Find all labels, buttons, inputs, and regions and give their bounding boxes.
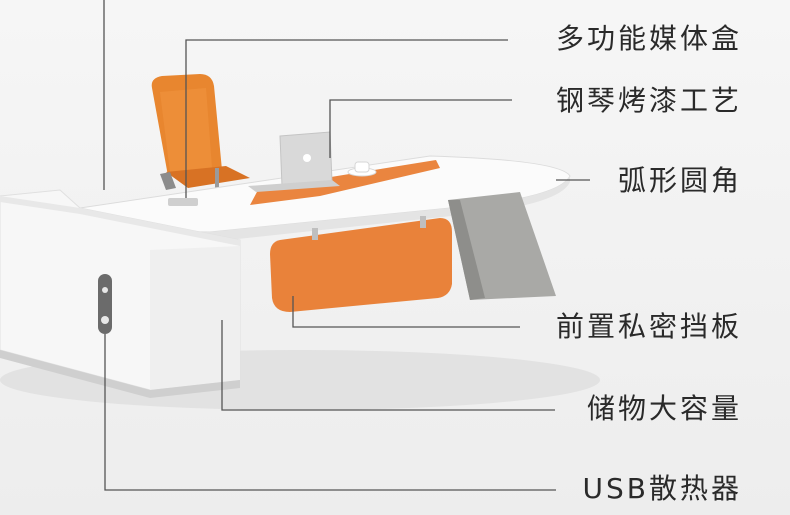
label-usb-cooling: USB散热器 [582,472,742,505]
callout-lines [103,0,590,491]
callout-line-piano-lacquer [329,99,512,158]
callout-line-media-box [185,39,508,198]
callout-line-privacy-panel [292,296,520,328]
main-desk [78,155,571,300]
callout-line-storage [221,320,555,411]
label-piano-lacquer: 钢琴烤漆工艺 [555,84,742,117]
label-curved-corner: 弧形圆角 [617,164,742,197]
laptop [248,131,340,192]
label-storage: 储物大容量 [586,392,742,425]
privacy-panel [270,216,452,312]
label-privacy-panel: 前置私密挡板 [555,310,742,343]
label-media-box: 多功能媒体盒 [555,22,742,55]
office-chair [151,74,250,190]
storage-cabinet [0,189,241,398]
coffee-cup [347,161,377,177]
usb-port [98,274,112,334]
media-box [168,198,198,206]
callout-line-usb [104,334,556,491]
